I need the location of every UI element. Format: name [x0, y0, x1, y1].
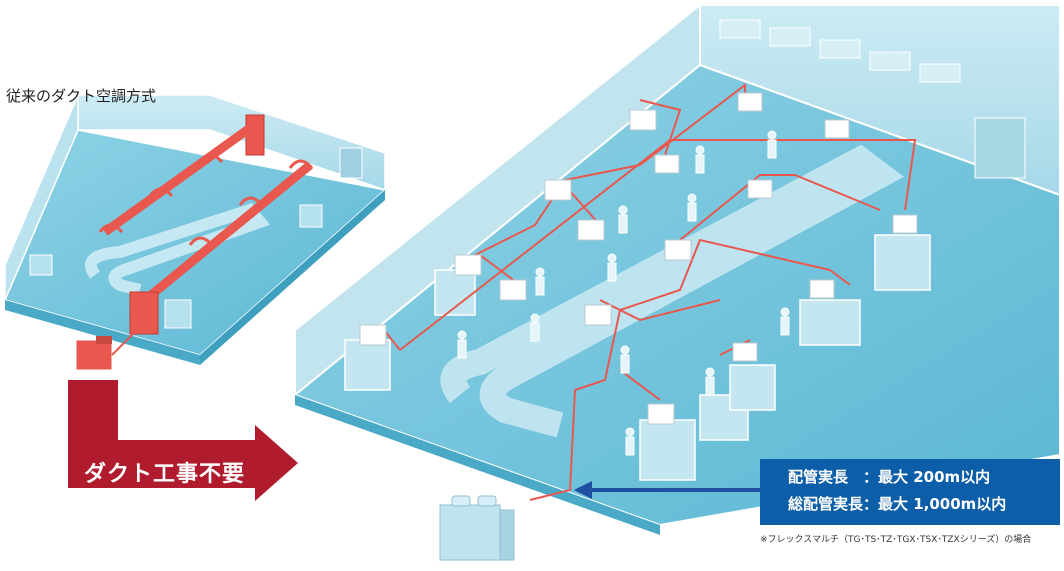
large-shutter-door	[974, 117, 1026, 179]
workers	[457, 130, 790, 456]
duct-line-upper	[98, 114, 265, 236]
piping-spec-box	[760, 459, 1060, 525]
small-conveyor	[85, 203, 271, 296]
small-left-wall	[4, 94, 79, 301]
outdoor-unit	[439, 495, 515, 561]
conventional-duct-title: 従来のダクト空調方式	[6, 87, 157, 105]
large-conveyor	[440, 144, 905, 438]
small-right-edge	[200, 190, 385, 365]
duct-line-lower	[129, 159, 314, 335]
shutter-door	[339, 147, 363, 179]
refrigerant-piping	[379, 82, 917, 501]
small-front-edge	[5, 300, 200, 365]
conventional-duct-building	[3, 94, 387, 371]
spec-pointer-arrow	[574, 481, 760, 499]
total-piping-length-spec: 総配管実長：最大 1,000m以内	[788, 495, 1007, 513]
series-footnote: ※フレックスマルチ（TG･TS･TZ･TGX･TSX･TZXシリーズ）の場合	[760, 535, 1032, 545]
no-duct-work-label: ダクト工事不要	[84, 462, 246, 487]
piping-length-spec: 配管実長 ：最大 200m以内	[788, 468, 991, 486]
small-outdoor-unit	[75, 331, 136, 371]
multi-aircon-building	[292, 2, 1061, 535]
large-front-edge	[295, 395, 660, 535]
wall-windows	[719, 19, 961, 83]
indoor-units	[359, 92, 918, 425]
no-duct-arrow	[68, 380, 298, 501]
